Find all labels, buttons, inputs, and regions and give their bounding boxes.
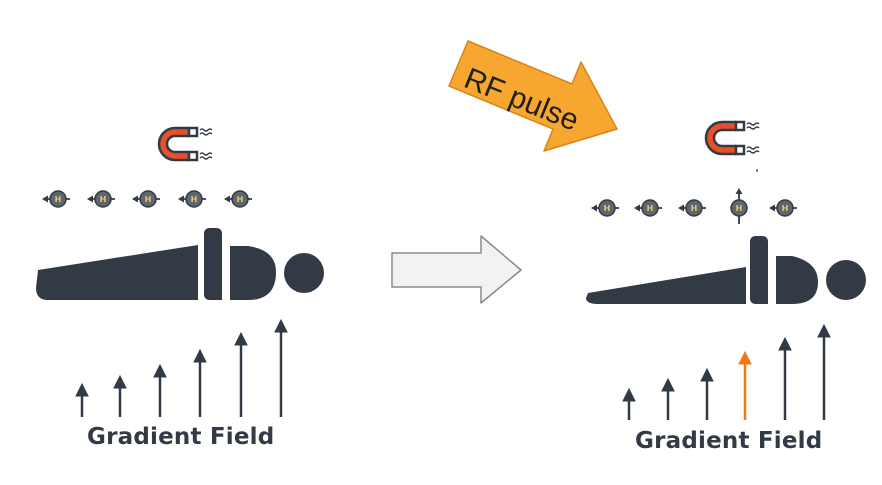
gradient-arrows-right <box>622 323 831 420</box>
proton-icon <box>131 190 161 208</box>
patient-icon-left <box>36 228 324 300</box>
proton-icon <box>177 190 207 208</box>
patient-icon-right <box>586 236 866 304</box>
proton-icon <box>86 190 116 208</box>
proton-icon <box>677 199 707 217</box>
proton-icon <box>223 190 253 208</box>
proton-icon-flipped <box>730 187 748 225</box>
gradient-field-caption-left: Gradient Field <box>87 424 275 450</box>
proton-icon <box>590 199 620 217</box>
proton-icon <box>633 199 663 217</box>
proton-row-right <box>590 187 798 225</box>
rf-pulse-arrow-icon <box>448 40 618 152</box>
proton-icon <box>768 199 798 217</box>
magnet-icon-right <box>704 120 761 156</box>
proton-icon <box>41 190 71 208</box>
gradient-field-caption-right: Gradient Field <box>635 428 823 454</box>
right-arrow-icon <box>391 235 522 304</box>
gradient-arrows-left <box>75 318 288 417</box>
magnet-icon-left <box>157 126 214 162</box>
proton-row-left <box>41 190 253 208</box>
